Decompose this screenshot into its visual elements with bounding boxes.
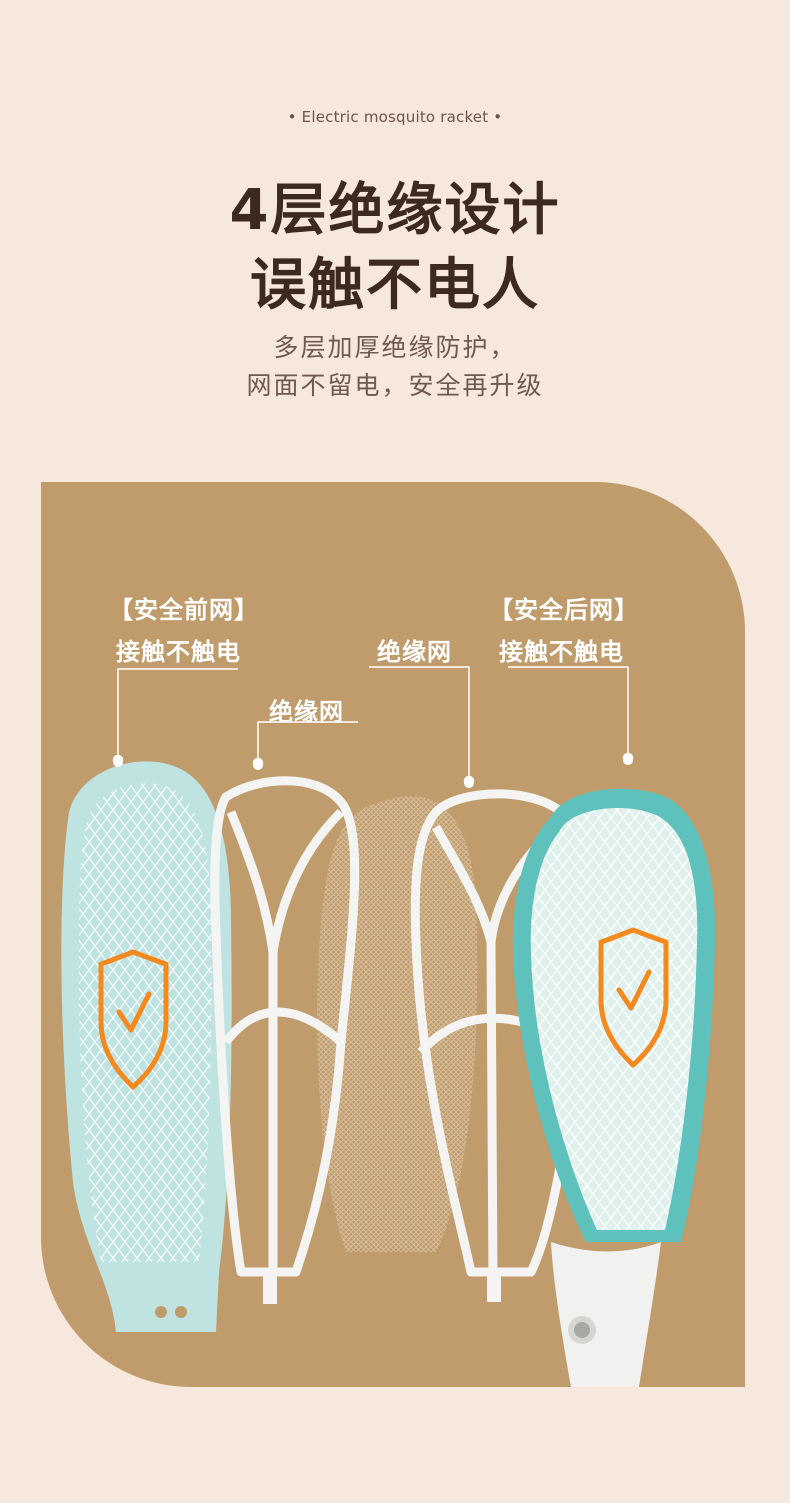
front-net-desc: 接触不触电 [116,638,241,666]
subtitle-line-1: 多层加厚绝缘防护， [273,333,517,362]
headline-line-1: 4层绝缘设计 [229,178,561,243]
callout-leaders [112,666,634,787]
tagline: • Electric mosquito racket • [287,108,503,126]
subtitle-line-2: 网面不留电，安全再升级 [246,371,544,400]
back-net-desc: 接触不触电 [499,638,624,666]
insulation-net-right-label: 绝缘网 [377,638,452,666]
insulation-net-left-label: 绝缘网 [269,698,344,726]
shield-check-icon [598,927,669,1068]
back-net-title: 【安全后网】 [489,596,639,624]
back-safety-net [512,755,716,1387]
headline-line-2: 误触不电人 [250,253,540,318]
insulation-frame-left [210,760,360,1304]
front-net-title: 【安全前网】 [109,596,259,624]
shield-check-icon [98,949,169,1090]
product-panel: 【安全前网】 接触不触电 绝缘网 绝缘网 【安全后网】 接触不触电 [41,482,745,1387]
flashlight-icon [568,1316,596,1344]
racket-layers-illustration [61,666,716,1387]
front-safety-net [61,757,232,1332]
